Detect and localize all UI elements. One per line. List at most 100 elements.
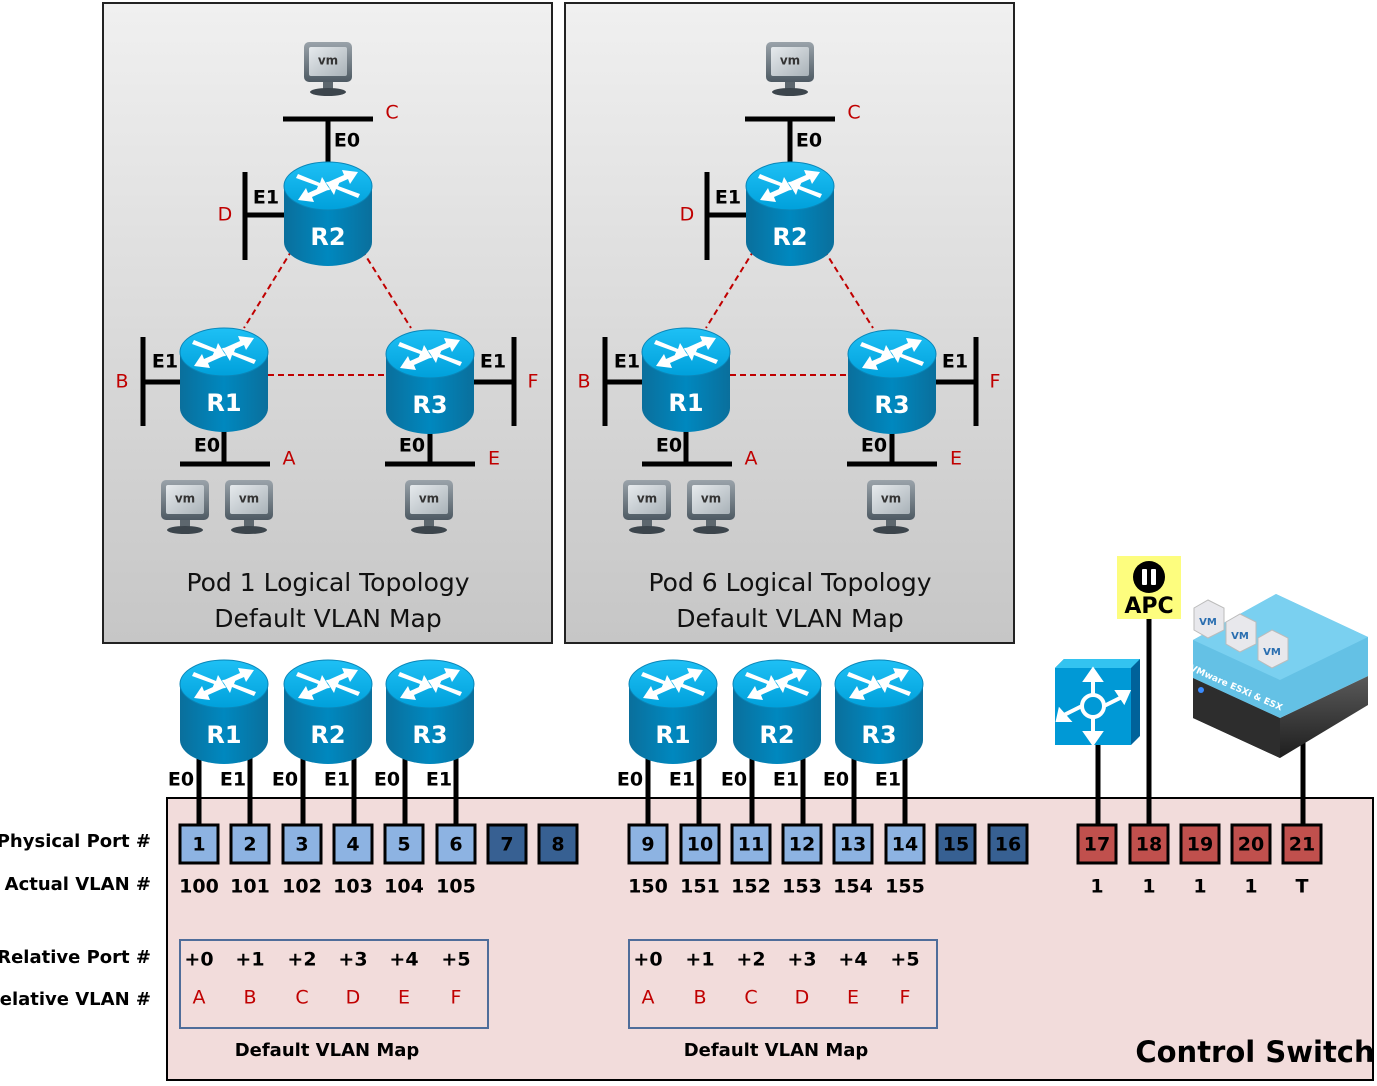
relative-vlan-label: B	[693, 987, 706, 1009]
row-label-relative-port: Relative Port #	[0, 947, 151, 968]
switch-port-8[interactable]: 8	[537, 823, 579, 865]
pod-panel-background	[102, 2, 553, 644]
port-box	[1179, 823, 1221, 865]
port-e1-label: E1	[426, 769, 452, 791]
vm-monitor-icon: vm	[687, 480, 735, 534]
port-box	[537, 823, 579, 865]
layer3-switch-icon	[1055, 659, 1140, 747]
relative-vlan-label: B	[243, 987, 256, 1009]
port-e1-label: E1	[875, 769, 901, 791]
router-arrows-icon	[758, 170, 822, 202]
port-number: 3	[295, 834, 308, 856]
arrow-shape	[192, 672, 226, 689]
arrow-shape	[326, 679, 360, 696]
switch-port-19[interactable]: 19	[1179, 823, 1221, 865]
port-box	[435, 823, 477, 865]
switch-port-16[interactable]: 16	[987, 823, 1029, 865]
switch-port-13[interactable]: 13	[832, 823, 874, 865]
switch-port-5[interactable]: 5	[383, 823, 425, 865]
segment-f-label: F	[990, 371, 1001, 393]
relative-vlan-label: D	[795, 987, 810, 1009]
pod-title: Pod 6 Logical Topology	[648, 568, 931, 597]
monitor-neck	[244, 520, 254, 528]
apc-label: APC	[1124, 594, 1173, 619]
r3-e1-label: E1	[480, 351, 506, 373]
port-number: 19	[1187, 834, 1213, 856]
switch-port-2[interactable]: 2	[229, 823, 271, 865]
switch-port-21[interactable]: 21	[1281, 823, 1323, 865]
apc-power-icon	[1133, 561, 1165, 593]
monitor-screen	[872, 485, 910, 514]
switch-port-17[interactable]: 17	[1076, 823, 1118, 865]
switch-port-1[interactable]: 1	[178, 823, 220, 865]
port-box	[730, 823, 772, 865]
relative-port-label: +3	[338, 949, 367, 971]
monitor-neck	[424, 520, 434, 528]
router-r1: R1	[641, 327, 731, 432]
monitor-stand	[873, 526, 909, 534]
switch-port-6[interactable]: 6	[435, 823, 477, 865]
monitor-screen	[771, 47, 809, 76]
switch-port-10[interactable]: 10	[679, 823, 721, 865]
port-e1-label: E1	[669, 769, 695, 791]
switch-port-12[interactable]: 12	[781, 823, 823, 865]
router-label: R1	[655, 721, 690, 749]
monitor-neck	[323, 82, 333, 90]
switch-port-7[interactable]: 7	[486, 823, 528, 865]
port-e0-label: E0	[823, 769, 849, 791]
arrow-shape	[298, 683, 330, 700]
relative-map-caption: Default VLAN Map	[235, 1040, 420, 1061]
r1-e1-label: E1	[152, 351, 178, 373]
pod-subtitle: Default VLAN Map	[214, 604, 441, 633]
router-top	[385, 329, 475, 379]
r2-r1-link	[705, 249, 755, 329]
router-label: R3	[874, 391, 909, 419]
router-r3: R3	[847, 329, 937, 434]
switch-port-4[interactable]: 4	[332, 823, 374, 865]
switch-port-9[interactable]: 9	[627, 823, 669, 865]
port-box	[1128, 823, 1170, 865]
switch-port-11[interactable]: 11	[730, 823, 772, 865]
port-vlan: 1	[1193, 876, 1206, 898]
arrowhead	[1114, 690, 1132, 706]
vm-label: vm	[175, 492, 195, 506]
monitor-neck	[642, 520, 652, 528]
monitor-screen	[692, 485, 730, 514]
router-top	[179, 327, 269, 377]
relative-port-label: +5	[441, 949, 470, 971]
arrow-shape	[222, 347, 256, 364]
segment-c-label: C	[847, 102, 860, 124]
segment-c-label: C	[385, 102, 398, 124]
arrow-shape	[775, 679, 809, 696]
switch-port-14[interactable]: 14	[884, 823, 926, 865]
port-e0-label: E0	[168, 769, 194, 791]
router-arrows-icon	[296, 170, 360, 202]
port-vlan: 1	[1142, 876, 1155, 898]
switch-port-18[interactable]: 18	[1128, 823, 1170, 865]
port-box	[627, 823, 669, 865]
cube	[1225, 613, 1257, 653]
segment-e-label: E	[950, 448, 962, 470]
relative-vlan-label: C	[295, 987, 308, 1009]
switch-port-20[interactable]: 20	[1230, 823, 1272, 865]
router-top	[745, 161, 835, 211]
port-number: 6	[449, 834, 462, 856]
switch-port-3[interactable]: 3	[281, 823, 323, 865]
port-vlan: 104	[384, 876, 424, 898]
relative-port-label: +4	[838, 949, 867, 971]
arrowhead	[1082, 731, 1104, 747]
pod-subtitle: Default VLAN Map	[676, 604, 903, 633]
router-label: R2	[772, 223, 807, 251]
vm-monitor-icon: vm	[623, 480, 671, 534]
port-number: 16	[995, 834, 1021, 856]
port-box	[178, 823, 220, 865]
segment-e-label: E	[488, 448, 500, 470]
switch-top	[1055, 659, 1140, 668]
router-arrows-icon	[745, 668, 809, 700]
monitor-stand	[629, 526, 665, 534]
switch-port-15[interactable]: 15	[935, 823, 977, 865]
